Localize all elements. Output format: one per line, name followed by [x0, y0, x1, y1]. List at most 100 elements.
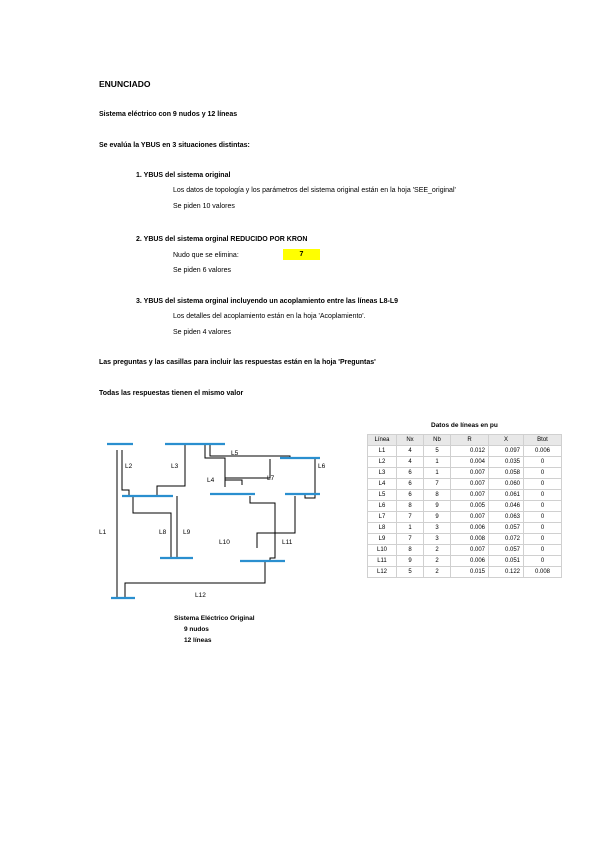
cell: 0.006: [523, 445, 562, 457]
cell: 5: [423, 445, 451, 457]
cell: 7: [396, 511, 424, 523]
cell: 0.008: [523, 566, 562, 578]
cell: 9: [423, 500, 451, 512]
diagram-caption-title: Sistema Eléctrico Original: [174, 615, 255, 622]
cell: 1: [396, 522, 424, 534]
cell: 0.005: [450, 500, 489, 512]
cell: 0: [523, 467, 562, 479]
section-3-line-1: Los detalles del acoplamiento están en l…: [173, 313, 366, 320]
cell: 0: [523, 478, 562, 490]
cell: 6: [396, 489, 424, 501]
wires: [116, 444, 316, 599]
cell: 0.057: [488, 522, 524, 534]
cell: 0: [523, 522, 562, 534]
wire-l3: [156, 444, 186, 496]
cell: 4: [396, 456, 424, 468]
cell: L10: [367, 544, 397, 556]
cell: 0.061: [488, 489, 524, 501]
cell: 0.060: [488, 478, 524, 490]
cell: 2: [423, 566, 451, 578]
wire-l2: [121, 450, 130, 496]
cell: 0.046: [488, 500, 524, 512]
cell: 0: [523, 489, 562, 501]
cell: L1: [367, 445, 397, 457]
label-l4: L4: [207, 477, 215, 484]
wire-l7: [224, 459, 271, 487]
buses: [107, 442, 320, 600]
col-header-line: Línea: [367, 434, 397, 446]
col-header-x: X: [488, 434, 524, 446]
label-l5: L5: [231, 450, 239, 457]
table-header-row: Línea Nx Nb R X Btot: [367, 434, 562, 446]
cell: 0: [523, 555, 562, 567]
wire-l6: [304, 458, 316, 499]
cell: 3: [423, 522, 451, 534]
cell: L5: [367, 489, 397, 501]
one-line-diagram: L1 L2 L3 L4 L5 L6 L7 L8 L9 L10 L11 L12: [99, 442, 326, 600]
intro-line-1: Sistema eléctrico con 9 nudos y 12 línea…: [99, 111, 238, 118]
wire-l8: [132, 496, 172, 558]
note-line-2: Todas las respuestas tienen el mismo val…: [99, 390, 244, 397]
cell: 6: [396, 478, 424, 490]
col-header-nx: Nx: [396, 434, 424, 446]
cell: 0.007: [450, 489, 489, 501]
cell: 2: [423, 544, 451, 556]
col-header-r: R: [450, 434, 489, 446]
section-1-title: 1. YBUS del sistema original: [136, 172, 231, 179]
cell: 7: [423, 478, 451, 490]
cell: 3: [423, 533, 451, 545]
col-header-btot: Btot: [523, 434, 562, 446]
cell: 0.072: [488, 533, 524, 545]
eliminated-node-cell[interactable]: 7: [283, 249, 320, 260]
cell: L9: [367, 533, 397, 545]
note-line-1: Las preguntas y las casillas para inclui…: [99, 359, 376, 366]
cell: 9: [396, 555, 424, 567]
cell: 1: [423, 456, 451, 468]
section-3-title: 3. YBUS del sistema orginal incluyendo u…: [136, 298, 399, 305]
diagram-caption-lines: 12 líneas: [184, 637, 212, 644]
table-title: Datos de líneas en pu: [431, 422, 498, 429]
cell: 0.057: [488, 544, 524, 556]
cell: L3: [367, 467, 397, 479]
cell: 0.012: [450, 445, 489, 457]
label-l11: L11: [282, 539, 293, 546]
label-l6: L6: [318, 463, 326, 470]
cell: 0.015: [450, 566, 489, 578]
cell: 0.006: [450, 522, 489, 534]
col-header-nb: Nb: [423, 434, 451, 446]
label-l2: L2: [125, 463, 133, 470]
cell: 9: [423, 511, 451, 523]
section-2-line-2: Se piden 6 valores: [173, 267, 231, 274]
cell: 0: [523, 511, 562, 523]
label-l8: L8: [159, 529, 167, 536]
cell: 0.007: [450, 511, 489, 523]
cell: 8: [423, 489, 451, 501]
cell: 0.007: [450, 544, 489, 556]
diagram-labels: L1 L2 L3 L4 L5 L6 L7 L8 L9 L10 L11 L12: [99, 450, 326, 599]
cell: L4: [367, 478, 397, 490]
label-l3: L3: [171, 463, 179, 470]
cell: 0.122: [488, 566, 524, 578]
label-l1: L1: [99, 529, 107, 536]
cell: 8: [396, 544, 424, 556]
cell: 0: [523, 533, 562, 545]
cell: L11: [367, 555, 397, 567]
cell: 0.058: [488, 467, 524, 479]
cell: 0.051: [488, 555, 524, 567]
section-1-line-1: Los datos de topología y los parámetros …: [173, 187, 456, 194]
cell: 0.007: [450, 467, 489, 479]
cell: 5: [396, 566, 424, 578]
wire-l10: [249, 496, 276, 562]
